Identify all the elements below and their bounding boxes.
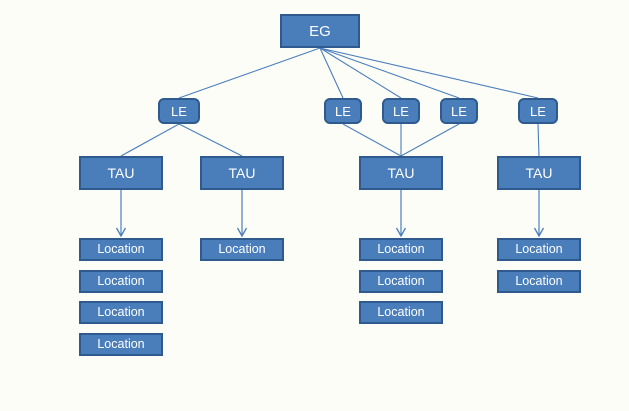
edge-le5-to-tau4 bbox=[537, 123, 540, 157]
node-tau-1[interactable]: TAU bbox=[79, 156, 163, 190]
node-eg[interactable]: EG bbox=[280, 14, 360, 48]
edge-eg-to-le3 bbox=[319, 47, 402, 99]
node-location-c1-3[interactable]: Location bbox=[79, 301, 163, 324]
node-location-c4-1[interactable]: Location bbox=[497, 238, 581, 261]
arrow-tau1-to-loc-col-1 bbox=[115, 190, 127, 238]
node-location-c1-4[interactable]: Location bbox=[79, 333, 163, 356]
node-tau-2[interactable]: TAU bbox=[200, 156, 284, 190]
node-tau-4[interactable]: TAU bbox=[497, 156, 581, 190]
node-le-5[interactable]: LE bbox=[518, 98, 558, 124]
node-tau-3[interactable]: TAU bbox=[359, 156, 443, 190]
edge-le4-to-tau3 bbox=[400, 123, 460, 157]
node-location-c1-2[interactable]: Location bbox=[79, 270, 163, 293]
arrow-tau2-to-loc-col-2 bbox=[236, 190, 248, 238]
node-le-1[interactable]: LE bbox=[158, 98, 200, 124]
edge-eg-to-le2 bbox=[319, 47, 344, 99]
edge-eg-to-le5 bbox=[319, 47, 539, 99]
node-location-c3-3[interactable]: Location bbox=[359, 301, 443, 324]
node-location-c1-1[interactable]: Location bbox=[79, 238, 163, 261]
arrow-tau3-to-loc-col-3 bbox=[395, 190, 407, 238]
node-location-c3-2[interactable]: Location bbox=[359, 270, 443, 293]
edge-eg-to-le1 bbox=[178, 47, 321, 99]
node-location-c3-1[interactable]: Location bbox=[359, 238, 443, 261]
edge-eg-to-le4 bbox=[319, 47, 460, 99]
arrow-tau4-to-loc-col-4 bbox=[533, 190, 545, 238]
node-le-2[interactable]: LE bbox=[324, 98, 362, 124]
edge-le1-to-tau1 bbox=[120, 123, 180, 157]
edge-le2-to-tau3 bbox=[342, 123, 402, 157]
edge-le1-to-tau2 bbox=[178, 123, 243, 157]
node-location-c4-2[interactable]: Location bbox=[497, 270, 581, 293]
node-le-3[interactable]: LE bbox=[382, 98, 420, 124]
node-le-4[interactable]: LE bbox=[440, 98, 478, 124]
node-location-c2-1[interactable]: Location bbox=[200, 238, 284, 261]
